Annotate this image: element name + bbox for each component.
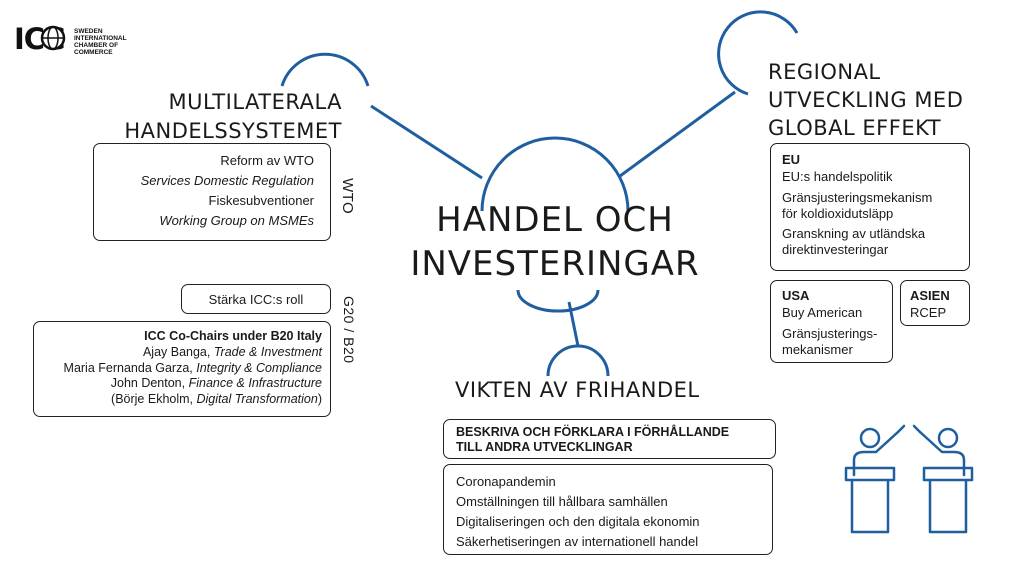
role-box: Stärka ICC:s roll (181, 284, 331, 314)
logo-line1: SWEDEN (74, 28, 103, 35)
wto-item: Services Domestic Regulation (140, 173, 314, 188)
globe-icon (40, 25, 66, 51)
frihandel-item: Säkerhetiseringen av internationell hand… (456, 534, 699, 549)
cochair-row: Maria Fernanda Garza, Integrity & Compli… (64, 361, 322, 377)
usa-box: USA Buy American Gränsjusterings- mekani… (770, 280, 893, 363)
center-title: HANDEL OCH INVESTERINGAR (370, 198, 740, 286)
logo-line2: INTERNATIONAL (74, 35, 127, 42)
multilateral-heading: MULTILATERALA HANDELSSYSTEMET (110, 88, 342, 146)
center-title-line1: HANDEL OCH (436, 200, 674, 240)
cochair-name: Ajay Banga, (142, 345, 214, 359)
top-left-arc (280, 52, 370, 87)
describe-line1: BESKRIVA OCH FÖRKLARA I FÖRHÅLLANDE (456, 425, 730, 439)
usa-title: USA (782, 288, 810, 303)
multilateral-title1: MULTILATERALA (168, 90, 342, 114)
cochair-name: John Denton, (110, 376, 189, 390)
cochair-name: Maria Fernanda Garza, (63, 360, 197, 375)
frihandel-item: Coronapandemin (456, 474, 556, 489)
spoke-down (567, 301, 580, 347)
cochairs-title: ICC Co-Chairs under B20 Italy (144, 329, 322, 343)
cochair-row: (Börje Ekholm, Digital Transformation) (64, 392, 322, 408)
regional-title3: GLOBAL EFFEKT (768, 116, 942, 140)
cochair-suffix: ) (317, 391, 322, 406)
handshake-podium-icon (844, 424, 974, 534)
eu-item: Granskning av utländska (782, 226, 926, 241)
asia-title: ASIEN (910, 288, 950, 303)
frihandel-item: Digitaliseringen och den digitala ekonom… (456, 514, 700, 529)
g20-label: G20 / B20 (341, 296, 357, 364)
logo-line3: CHAMBER OF COMMERCE (74, 42, 119, 56)
cochair-role: Digital Transformation (196, 391, 318, 406)
wto-box: Reform av WTO Services Domestic Regulati… (93, 143, 331, 241)
usa-item: Gränsjusterings- (782, 326, 878, 341)
center-arc (480, 136, 630, 212)
top-right-arc (717, 10, 799, 96)
cochair-role: Finance & Infrastructure (188, 376, 322, 390)
wto-item: Working Group on MSMEs (159, 213, 314, 228)
describe-line2: TILL ANDRA UTVECKLINGAR (456, 439, 633, 454)
cochair-name: Börje Ekholm, (115, 391, 197, 406)
frihandel-heading: VIKTEN AV FRIHANDEL (455, 378, 700, 402)
describe-box: BESKRIVA OCH FÖRKLARA I FÖRHÅLLANDE TILL… (443, 419, 776, 459)
usa-item: Buy American (782, 305, 863, 320)
cochair-role: Integrity & Compliance (196, 360, 322, 375)
center-bottom-arc (516, 289, 600, 313)
eu-box: EU EU:s handelspolitik Gränsjusteringsme… (770, 143, 970, 271)
icc-logo: ICC SWEDEN INTERNATIONAL CHAMBER OF COMM… (14, 22, 154, 56)
asia-box: ASIEN RCEP (900, 280, 970, 326)
role-text: Stärka ICC:s roll (208, 292, 304, 307)
center-title-line2: INVESTERINGAR (410, 244, 700, 284)
eu-item: direktinvesteringar (782, 242, 889, 257)
bottom-arc (546, 344, 610, 377)
eu-title: EU (782, 152, 801, 167)
cochair-prefix: ( (111, 391, 116, 406)
asia-item: RCEP (910, 305, 947, 320)
eu-item: för koldioxidutsläpp (782, 206, 894, 221)
regional-title1: REGIONAL (768, 60, 881, 84)
cochair-role: Trade & Investment (213, 345, 322, 359)
multilateral-title2: HANDELSSYSTEMET (124, 119, 342, 143)
spoke-right (619, 90, 736, 178)
cochair-row: Ajay Banga, Trade & Investment (64, 345, 322, 361)
regional-heading: REGIONAL UTVECKLING MED GLOBAL EFFEKT (768, 58, 963, 142)
wto-label: WTO (339, 178, 356, 215)
eu-item: Gränsjusteringsmekanism (782, 190, 933, 205)
cochairs-box: ICC Co-Chairs under B20 Italy Ajay Banga… (33, 321, 331, 417)
regional-title2: UTVECKLING MED (768, 88, 964, 112)
spoke-left (370, 104, 483, 180)
wto-item: Fiskesubventioner (208, 193, 315, 208)
frihandel-items-box: Coronapandemin Omställningen till hållba… (443, 464, 773, 555)
eu-item: EU:s handelspolitik (782, 169, 893, 184)
cochair-row: John Denton, Finance & Infrastructure (64, 376, 322, 392)
wto-item: Reform av WTO (220, 153, 314, 168)
frihandel-item: Omställningen till hållbara samhällen (456, 494, 668, 509)
usa-item: mekanismer (782, 342, 853, 357)
